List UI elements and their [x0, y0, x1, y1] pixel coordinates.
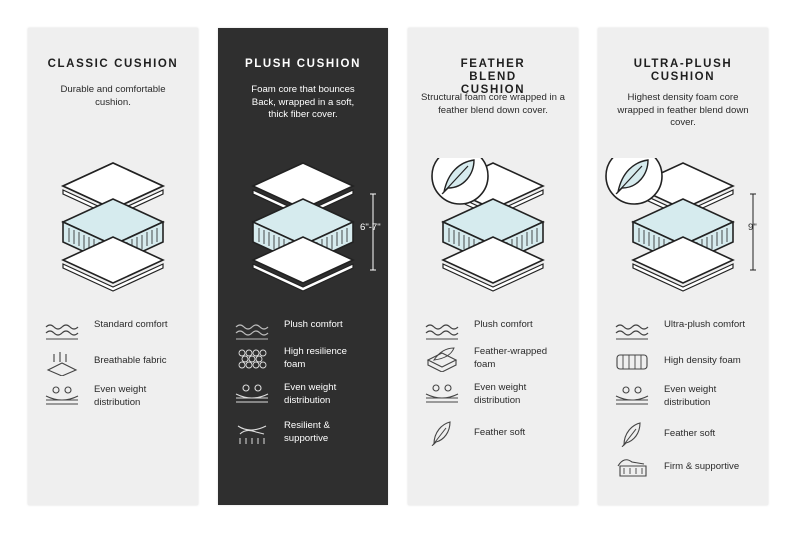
feature-item: Even weight distribution: [218, 382, 388, 412]
panel-feather-blend-cushion: FEATHER BLEND CUSHION Structural foam co…: [408, 28, 578, 505]
feature-item: Feather-wrapped foam: [408, 346, 578, 376]
feature-item: Breathable fabric: [28, 350, 198, 380]
feature-item: High density foam: [598, 351, 768, 381]
feature-item: High resilience foam: [218, 346, 388, 376]
honeycomb-foam-icon: [238, 349, 267, 369]
breathable-fabric-icon: [46, 352, 78, 376]
panel-classic-cushion: CLASSIC CUSHION Durable and comfortable …: [28, 28, 198, 505]
feature-label: Even weight distribution: [284, 382, 337, 406]
feather-blend-cushion-illustration: [431, 158, 544, 292]
firm-support-icon: [617, 459, 647, 477]
panel-description: Highest density foam core wrapped in fea…: [617, 92, 749, 128]
weight-distribution-icon: [45, 386, 79, 405]
feature-item: Plush comfort: [218, 319, 388, 349]
feature-label: Feather soft: [474, 427, 526, 438]
feature-item: Even weight distribution: [28, 384, 198, 414]
feature-item: Firm & supportive: [598, 454, 768, 484]
feature-item: Ultra-plush comfort: [598, 319, 768, 349]
feature-label: Plush comfort: [474, 319, 533, 330]
panel-description: Foam core that bounces Back, wrapped in …: [251, 84, 355, 120]
panel-title: ULTRA-PLUSH CUSHION: [633, 58, 733, 83]
weight-distribution-icon: [425, 384, 459, 403]
weight-distribution-icon: [235, 384, 269, 403]
panel-description: Durable and comfortable cushion.: [60, 84, 166, 108]
supportive-hand-icon: [237, 425, 267, 444]
feature-item: Even weight distribution: [408, 382, 578, 412]
panel-ultra-plush-cushion: ULTRA-PLUSH CUSHION Highest density foam…: [598, 28, 768, 505]
feature-item: Even weight distribution: [598, 384, 768, 414]
feather-icon: [431, 421, 451, 446]
feature-item: Resilient & supportive: [218, 420, 388, 450]
wave-comfort-icon: [45, 324, 79, 340]
panel-title: FEATHER BLEND CUSHION: [460, 58, 526, 96]
dimension-label: 6"-7": [360, 222, 381, 233]
feature-label: High resilience foam: [284, 346, 347, 370]
panel-title: CLASSIC CUSHION: [47, 58, 179, 70]
weight-distribution-icon: [615, 386, 649, 405]
wave-comfort-icon: [425, 324, 459, 340]
feature-label: Even weight distribution: [474, 382, 527, 406]
ultra-plush-cushion-illustration: [605, 158, 756, 292]
feature-label: Even weight distribution: [664, 384, 717, 408]
feature-label: Firm & supportive: [664, 461, 740, 472]
feature-label: Standard comfort: [94, 319, 168, 330]
feature-label: Ultra-plush comfort: [664, 319, 746, 330]
feather-badge-icon: [605, 158, 663, 205]
feature-item: Feather soft: [408, 420, 578, 450]
wave-comfort-icon: [615, 324, 649, 340]
dimension-label: 9": [748, 222, 757, 233]
feather-icon: [621, 422, 641, 447]
feather-badge-icon: [431, 158, 489, 205]
feature-label: Resilient & supportive: [284, 420, 330, 444]
feature-item: Standard comfort: [28, 319, 198, 349]
feature-label: High density foam: [664, 355, 741, 366]
feature-item: Feather soft: [598, 421, 768, 451]
feature-label: Breathable fabric: [94, 355, 167, 366]
feature-label: Feather-wrapped foam: [474, 346, 548, 370]
feather-wrapped-foam-icon: [426, 347, 458, 372]
feature-label: Even weight distribution: [94, 384, 147, 408]
feature-label: Plush comfort: [284, 319, 343, 330]
panel-plush-cushion: PLUSH CUSHION Foam core that bounces Bac…: [218, 28, 388, 505]
panel-title: PLUSH CUSHION: [244, 58, 361, 70]
density-foam-icon: [616, 354, 648, 370]
feature-item: Plush comfort: [408, 319, 578, 349]
classic-cushion-illustration: [61, 162, 165, 292]
wave-comfort-icon: [235, 324, 269, 340]
panel-description: Structural foam core wrapped in a feathe…: [421, 92, 565, 116]
plush-cushion-illustration: [252, 162, 376, 292]
feature-label: Feather soft: [664, 428, 716, 439]
